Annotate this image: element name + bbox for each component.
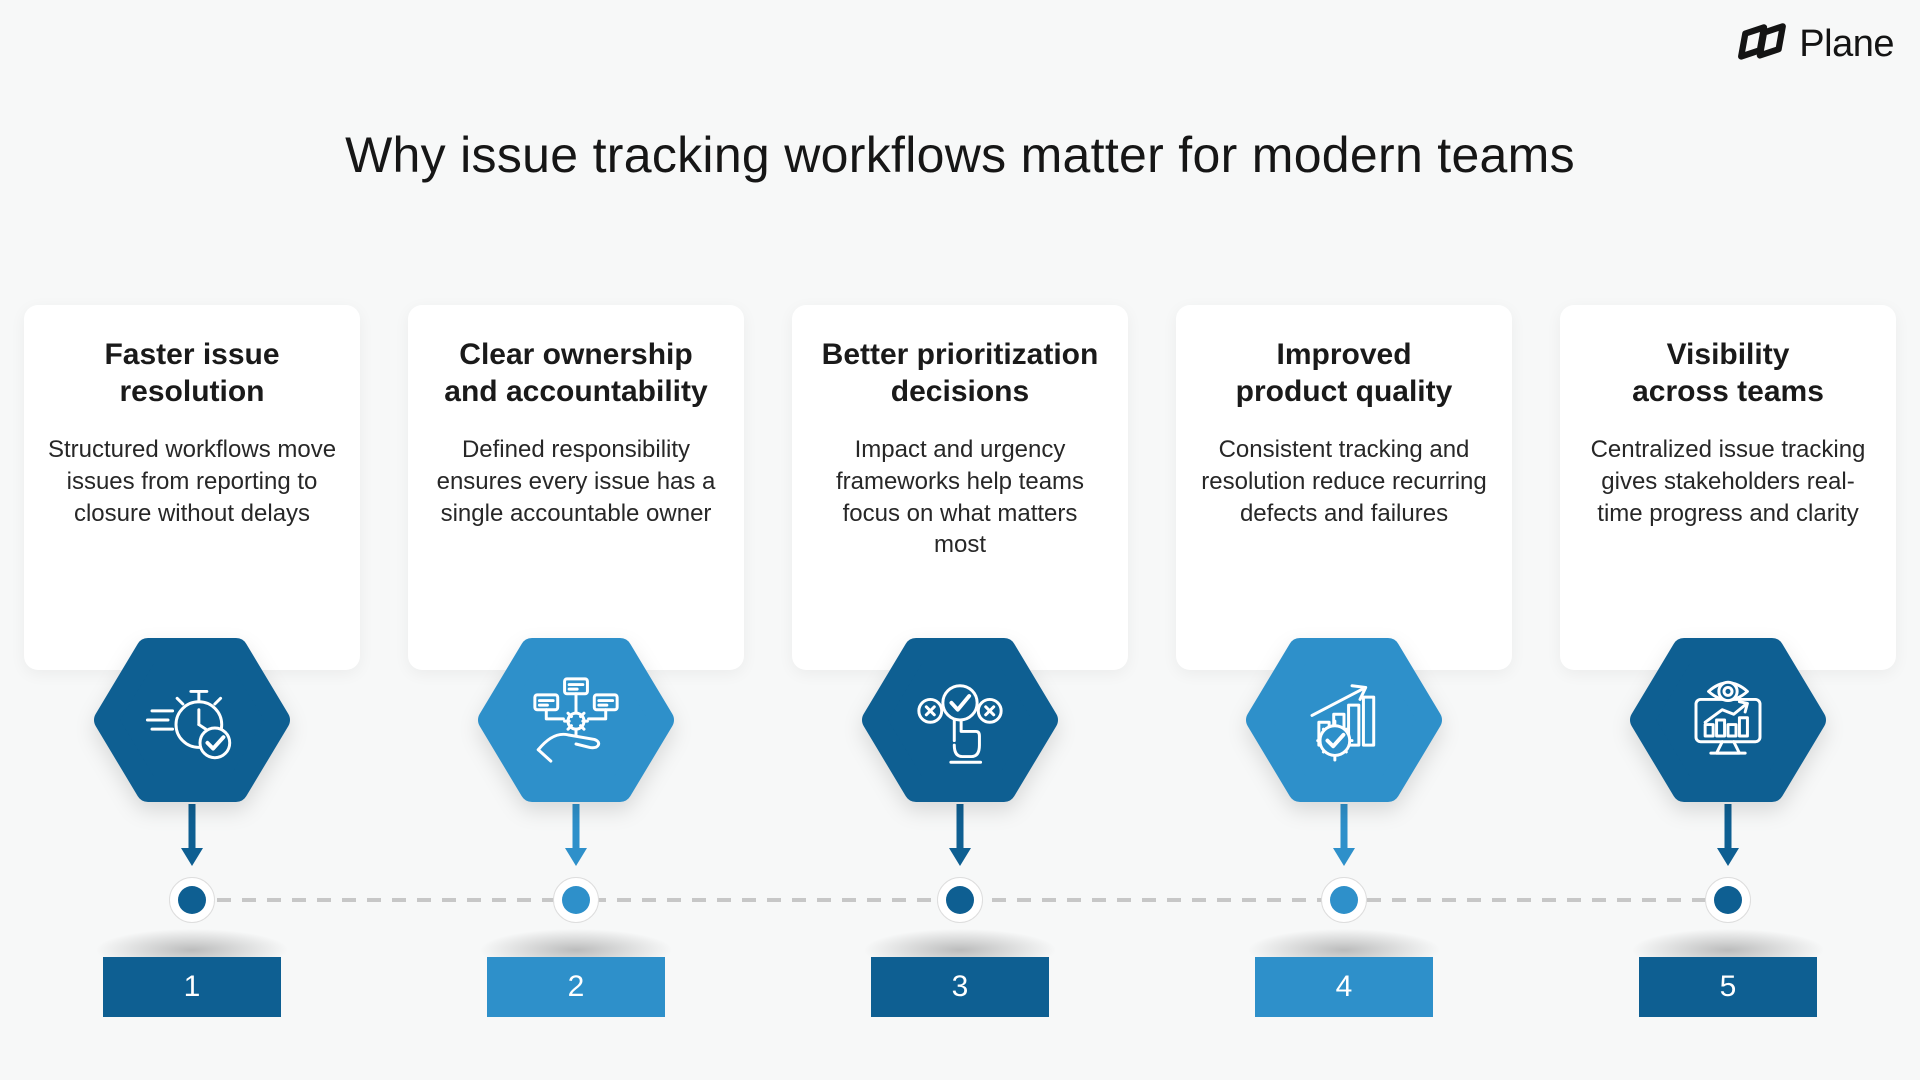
step-column-5: Visibility across teams Centralized issu…: [1536, 0, 1920, 1080]
timeline-dot: [169, 877, 215, 923]
hexagon-badge: [92, 636, 292, 804]
down-arrow-icon: [1333, 804, 1355, 866]
step-column-1: Faster issue resolution Structured workf…: [0, 0, 384, 1080]
step-number-box: 3: [871, 957, 1049, 1017]
step-title: Clear ownership and accountability: [444, 338, 708, 408]
step-number-box: 5: [1639, 957, 1817, 1017]
step-column-2: Clear ownership and accountability Defin…: [384, 0, 768, 1080]
step-card: Improved product quality Consistent trac…: [1176, 305, 1512, 670]
timeline-dot: [1321, 877, 1367, 923]
timeline-dot: [937, 877, 983, 923]
down-arrow-icon: [1717, 804, 1739, 866]
step-card: Clear ownership and accountability Defin…: [408, 305, 744, 670]
step-number: 5: [1719, 970, 1737, 1003]
hexagon-badge: [860, 636, 1060, 804]
step-number: 2: [567, 970, 585, 1003]
step-number: 3: [951, 970, 969, 1003]
plane-logo-icon: [1738, 23, 1787, 60]
down-arrow-icon: [565, 804, 587, 866]
timeline-dot: [1705, 877, 1751, 923]
step-card: Faster issue resolution Structured workf…: [24, 305, 360, 670]
step-title: Improved product quality: [1235, 338, 1453, 408]
step-title: Faster issue resolution: [104, 338, 280, 408]
step-number-box: 1: [103, 957, 281, 1017]
hexagon-badge: [1628, 636, 1828, 804]
step-number-box: 2: [487, 957, 665, 1017]
step-number: 1: [183, 970, 201, 1003]
down-arrow-icon: [949, 804, 971, 866]
down-arrow-icon: [181, 804, 203, 866]
step-description: Defined responsibility ensures every iss…: [436, 436, 716, 527]
step-number: 4: [1335, 970, 1353, 1003]
finger-choice-check-icon: [917, 684, 1003, 764]
timeline-dot: [553, 877, 599, 923]
hand-gear-delegation-icon: [533, 677, 619, 763]
step-description: Consistent tracking and resolution reduc…: [1201, 436, 1487, 527]
step-column-3: Better prioritization decisions Impact a…: [768, 0, 1152, 1080]
step-card: Visibility across teams Centralized issu…: [1560, 305, 1896, 670]
step-description: Structured workflows move issues from re…: [47, 436, 337, 527]
monitor-eye-dashboard-icon: [1694, 680, 1762, 755]
speed-stopwatch-check-icon: [145, 689, 232, 760]
step-title: Visibility across teams: [1632, 338, 1824, 408]
growth-chart-gear-check-icon: [1310, 684, 1376, 762]
step-card: Better prioritization decisions Impact a…: [792, 305, 1128, 670]
hexagon-badge: [1244, 636, 1444, 804]
page-title: Why issue tracking workflows matter for …: [345, 127, 1575, 183]
step-number-box: 4: [1255, 957, 1433, 1017]
brand-name: Plane: [1799, 22, 1894, 65]
step-column-4: Improved product quality Consistent trac…: [1152, 0, 1536, 1080]
step-description: Impact and urgency frameworks help teams…: [835, 436, 1085, 559]
plane-logo: Plane: [1737, 22, 1894, 66]
step-description: Centralized issue tracking gives stakeho…: [1590, 436, 1866, 527]
step-title: Better prioritization decisions: [821, 338, 1099, 408]
hexagon-badge: [476, 636, 676, 804]
